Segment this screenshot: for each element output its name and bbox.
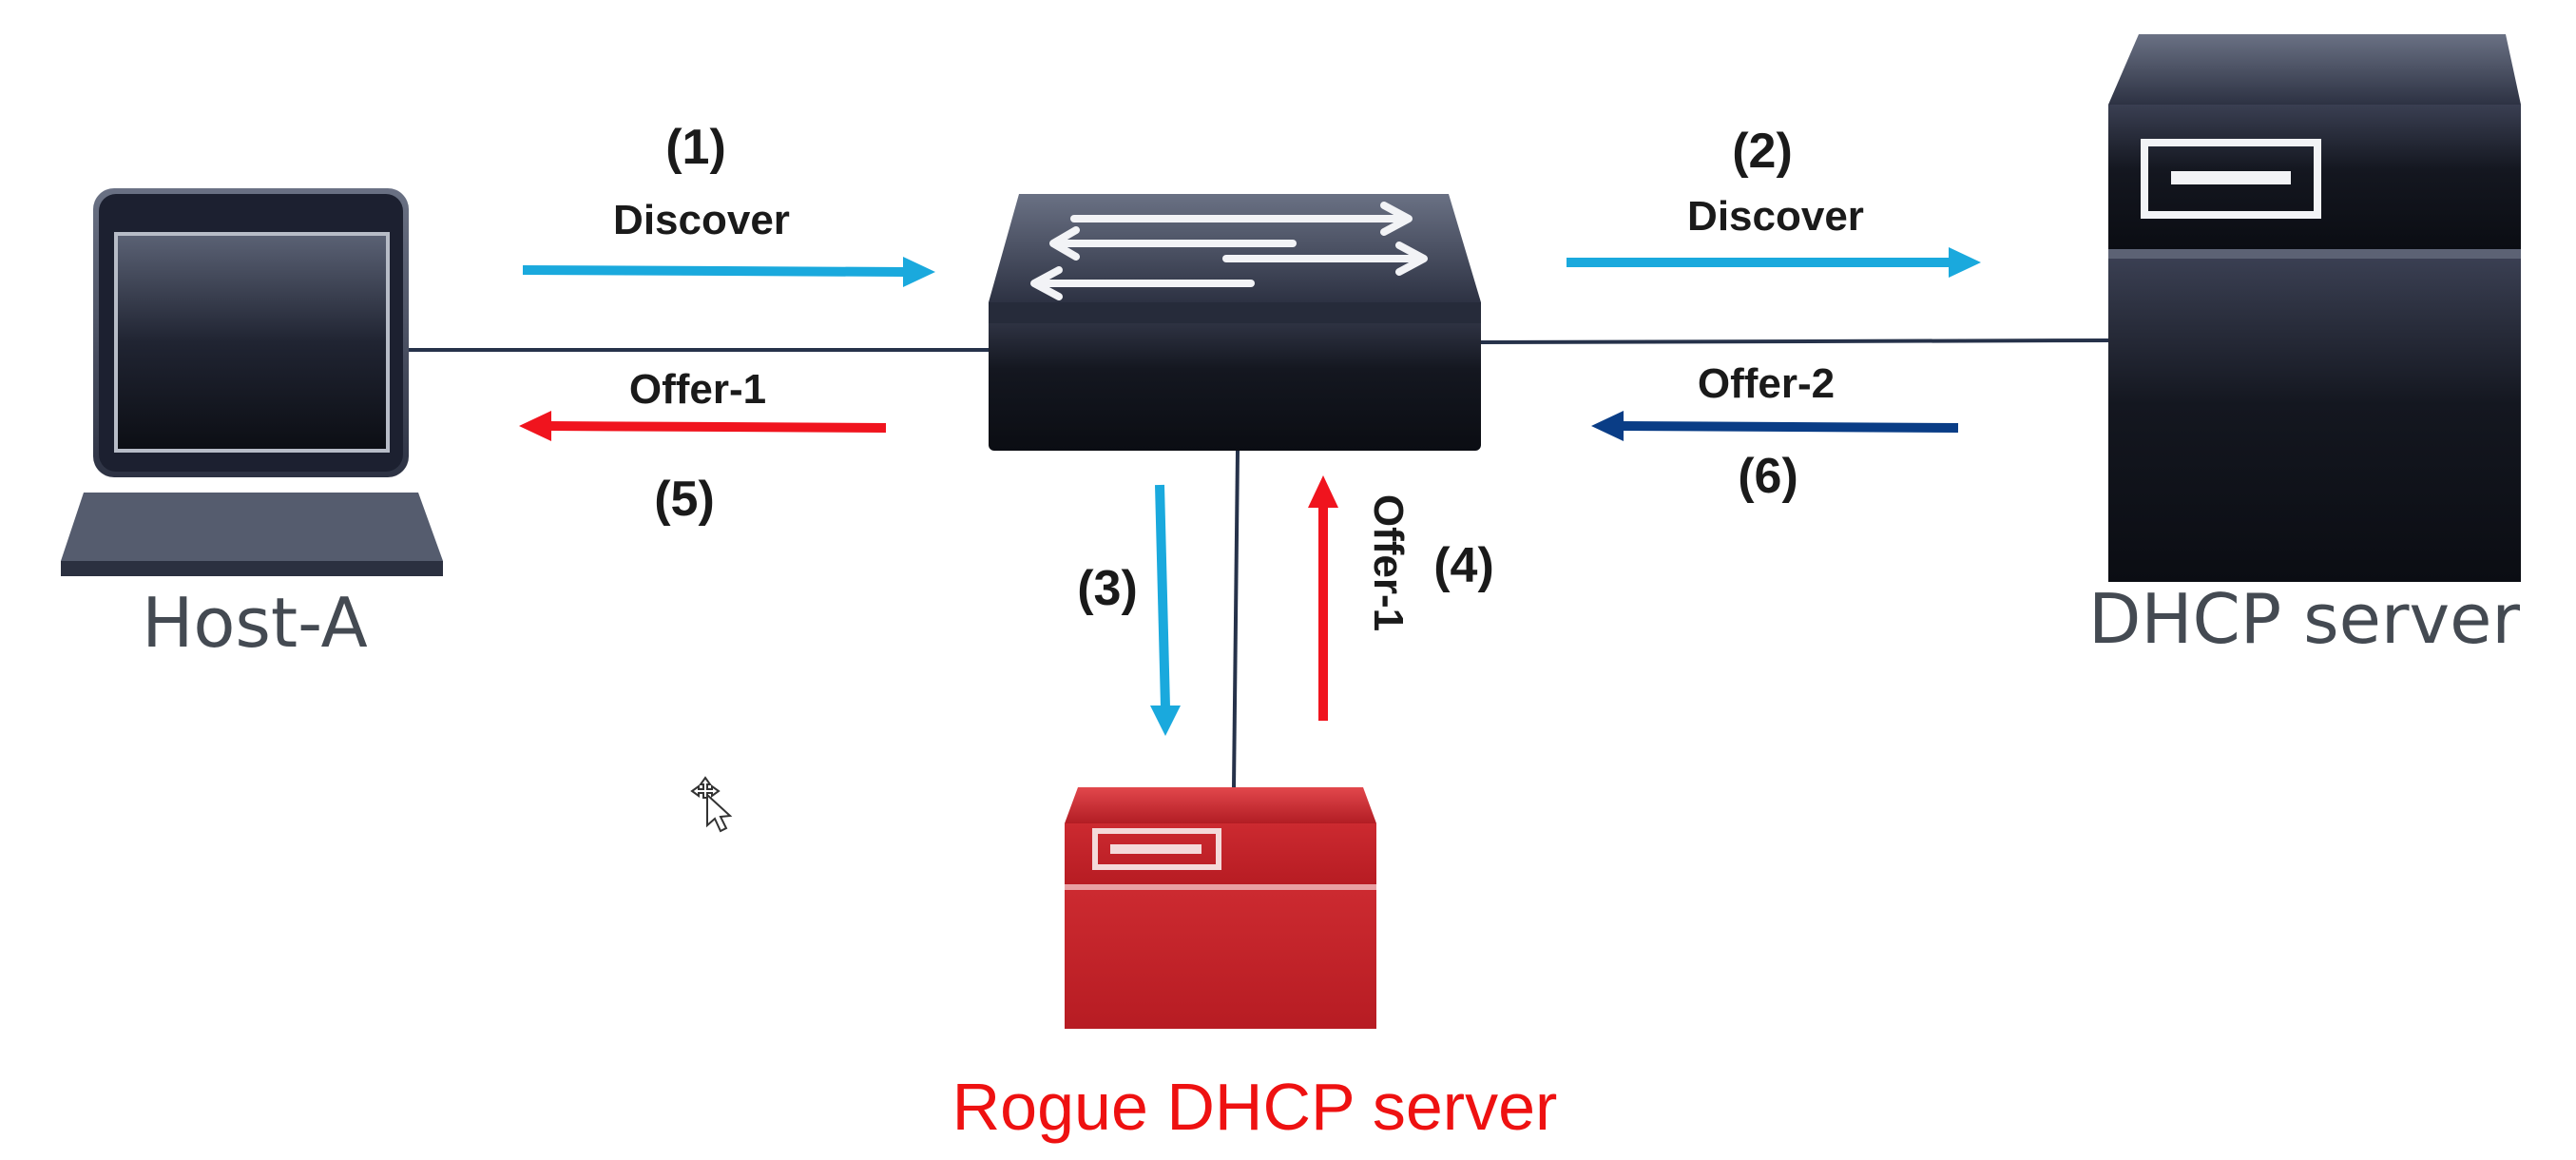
discover-arrow-1 [522, 257, 935, 287]
step-5-label: Offer-1 [629, 366, 766, 413]
step-1-number: (1) [665, 120, 726, 175]
discover-arrow-2 [1567, 247, 1981, 278]
discover-arrow-3 [1150, 484, 1181, 736]
step-5-number: (5) [654, 472, 715, 527]
dhcp-server-label: DHCP server [2088, 579, 2520, 659]
laptop-icon [61, 188, 443, 576]
rogue-offer-arrow-4 [1308, 475, 1338, 721]
rogue-dhcp-server-label: Rogue DHCP server [952, 1070, 1558, 1144]
step-6-number: (6) [1738, 449, 1798, 504]
link-switch-dhcp [1480, 338, 2109, 344]
link-switch-rogue [1232, 450, 1240, 788]
step-6-label: Offer-2 [1698, 360, 1835, 407]
step-2-number: (2) [1732, 124, 1793, 179]
host-a-label: Host-A [142, 583, 368, 663]
network-links [409, 338, 2109, 788]
step-1-label: Discover [613, 197, 790, 243]
message-arrows [519, 247, 1981, 736]
step-2-label: Discover [1687, 193, 1864, 240]
switch-icon [989, 194, 1481, 451]
step-4-label: Offer-1 [1365, 494, 1412, 631]
legit-offer-arrow-6 [1591, 411, 1959, 441]
rogue-offer-arrow-5 [519, 411, 887, 441]
server-icon [2108, 34, 2521, 582]
step-3-number: (3) [1077, 561, 1138, 616]
step-4-number: (4) [1433, 538, 1494, 593]
rogue-server-icon [1065, 787, 1376, 1029]
move-cursor-icon [690, 776, 733, 833]
